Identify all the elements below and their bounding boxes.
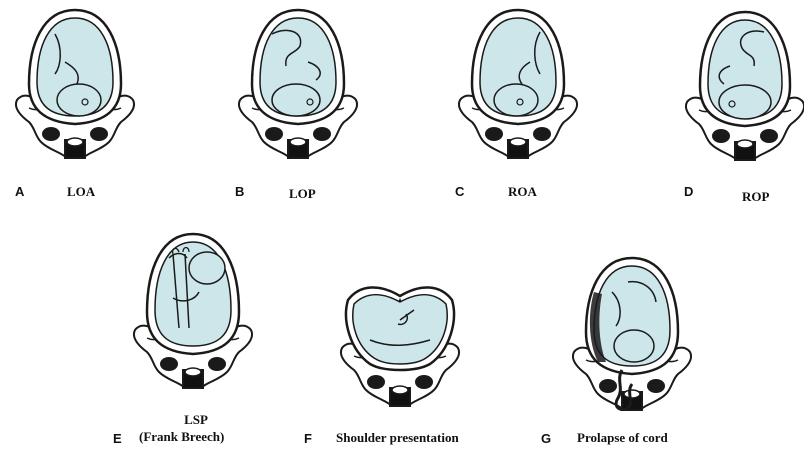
figure-c-caption: ROA <box>508 184 537 199</box>
figure-e-letter: E <box>113 431 122 446</box>
figure-b-caption: LOP <box>289 186 316 201</box>
figure-f-letter: F <box>304 431 312 446</box>
figure-c-illustration <box>457 4 579 169</box>
figure-c-letter: C <box>455 184 465 199</box>
figure-f-caption: Shoulder presentation <box>336 430 459 445</box>
figure-e-illustration <box>132 228 254 398</box>
figure-g-letter: G <box>541 431 552 446</box>
figure-a-illustration <box>14 4 136 169</box>
figure-b-illustration <box>237 4 359 169</box>
figure-g-caption: Prolapse of cord <box>577 430 668 445</box>
figure-e-caption-line1: LSP <box>184 412 208 427</box>
figure-d-letter: D <box>684 184 694 199</box>
figure-a-letter: A <box>15 184 25 199</box>
figure-a-caption: LOA <box>67 184 96 199</box>
figure-f-illustration <box>339 280 461 410</box>
figure-e-caption-line2: (Frank Breech) <box>139 429 225 444</box>
figure-d-illustration <box>684 6 804 171</box>
figure-b-letter: B <box>235 184 245 199</box>
figure-g-illustration <box>571 252 693 422</box>
figure-d-caption: ROP <box>742 189 770 204</box>
